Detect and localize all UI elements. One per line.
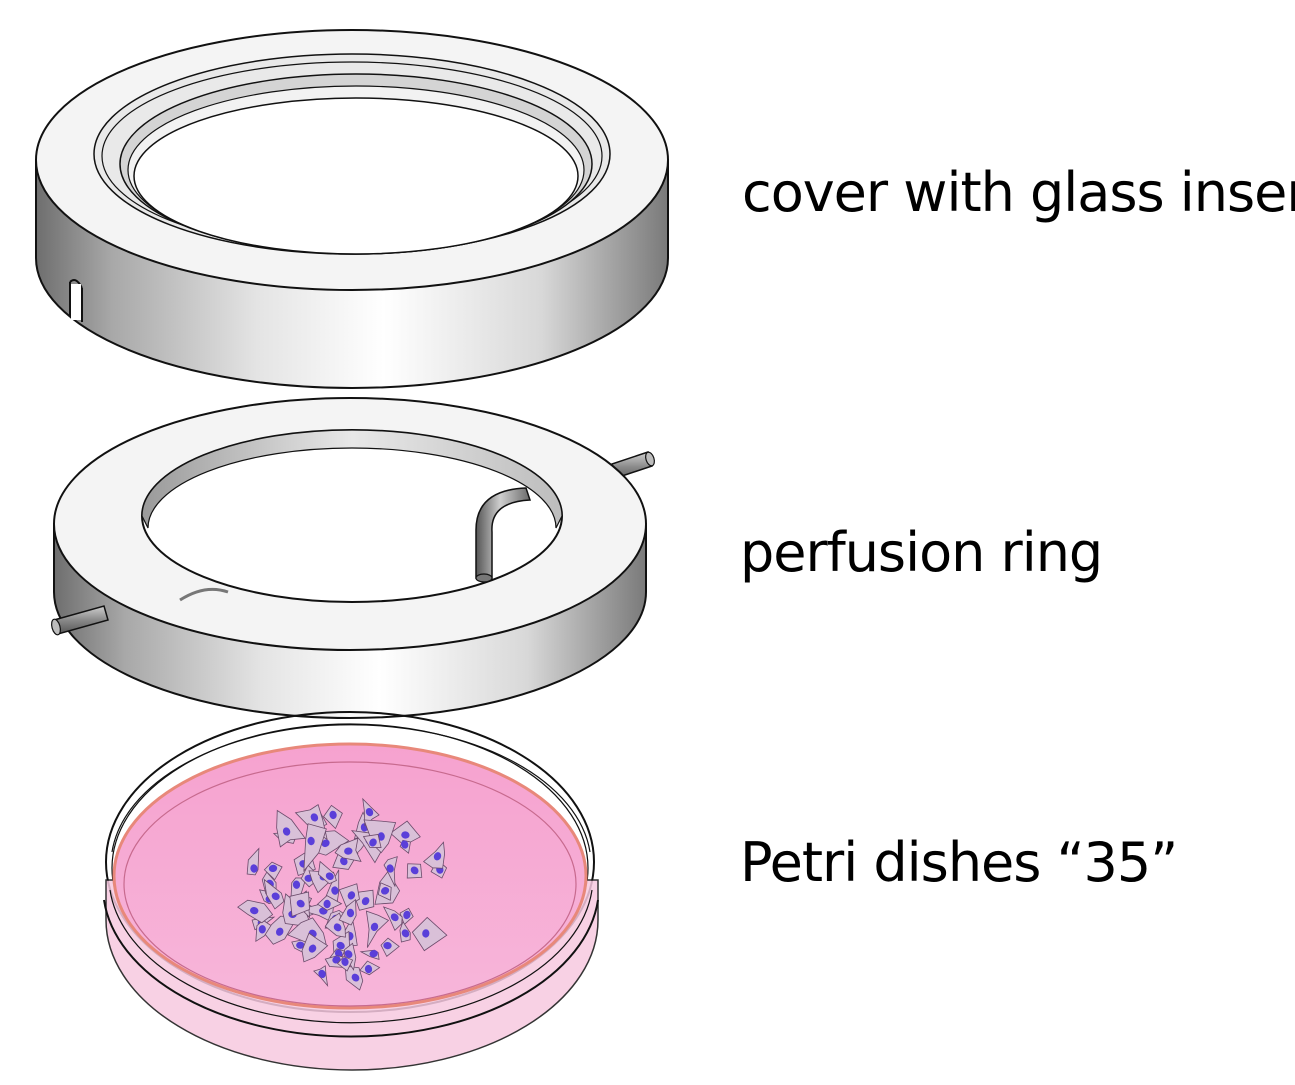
cell: [362, 833, 382, 848]
cell: [263, 878, 285, 910]
cell: [323, 804, 343, 830]
label-petri-dishes: Petri dishes “35”: [740, 831, 1178, 894]
cell: [365, 910, 390, 948]
cell: [359, 960, 381, 976]
cell: [343, 942, 357, 971]
cell: [313, 965, 329, 988]
cell: [317, 860, 337, 885]
cell: [255, 919, 272, 943]
cell: [406, 863, 423, 879]
cell: [237, 899, 274, 924]
cell: [383, 856, 398, 887]
cell: [399, 839, 411, 854]
cell: [337, 956, 354, 972]
petri-dish-part: [103, 711, 599, 1071]
label-cover-with-glass-insert: cover with glass insert: [742, 161, 1295, 224]
cell: [303, 823, 327, 873]
cell-culture: [237, 797, 448, 991]
cell: [399, 920, 411, 943]
cell: [316, 895, 343, 911]
cell: [411, 916, 448, 952]
cell: [362, 797, 380, 827]
cell: [359, 949, 380, 960]
cell: [276, 809, 306, 848]
cell: [422, 841, 446, 869]
cell: [334, 837, 362, 862]
cell: [382, 906, 403, 931]
cell: [301, 932, 329, 963]
label-perfusion-ring: perfusion ring: [740, 521, 1103, 584]
perfusion-ring-part: [51, 397, 655, 719]
cell: [246, 847, 260, 876]
cell: [377, 882, 392, 901]
cell: [289, 891, 310, 917]
cell: [344, 965, 364, 991]
cell: [338, 898, 357, 926]
cell: [380, 937, 400, 957]
cell: [263, 861, 283, 881]
cover-part: [35, 29, 669, 389]
